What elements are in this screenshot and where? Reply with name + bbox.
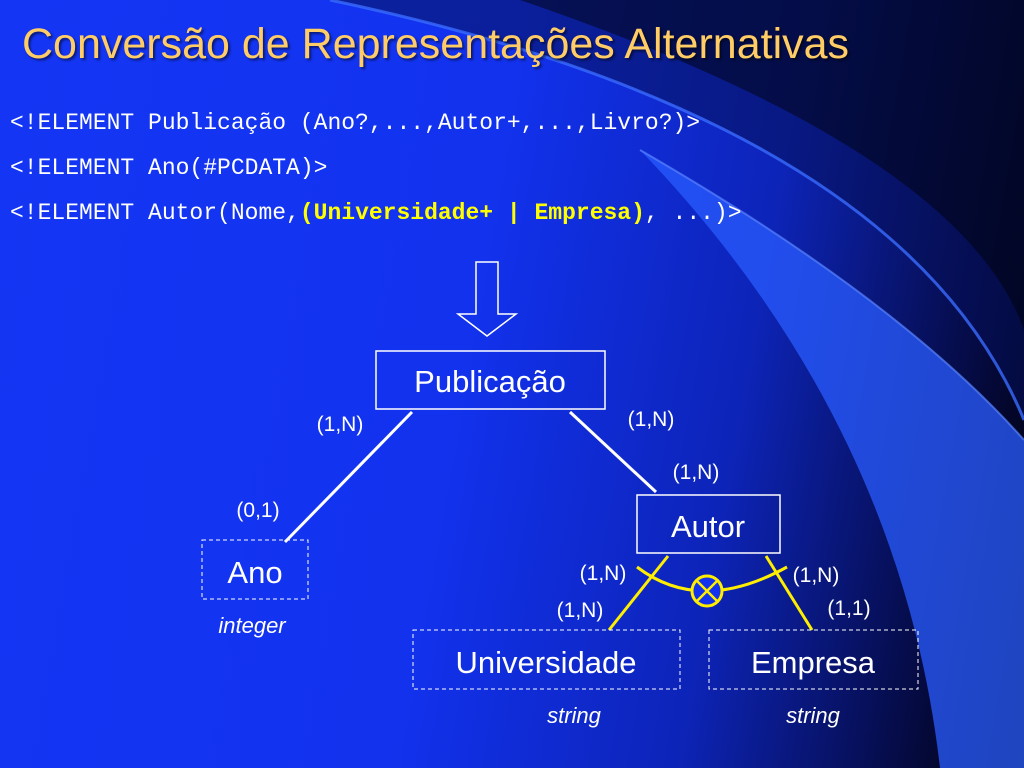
slide-title: Conversão de Representações Alternativas	[22, 20, 850, 68]
edge-publicacao-ano	[283, 410, 414, 544]
cardinality-universidade: (1,N)	[557, 599, 604, 622]
cardinality-empresa: (1,1)	[827, 597, 870, 620]
cardinality-publicacao-autor: (1,N)	[628, 408, 675, 431]
attribute-universidade-type: string	[547, 703, 602, 728]
entity-publicacao-label: Publicação	[414, 364, 566, 399]
entity-autor-label: Autor	[671, 509, 745, 544]
edge-autor-empresa	[764, 555, 814, 631]
edge-publicacao-autor	[568, 410, 658, 494]
cardinality-autor-empresa: (1,N)	[793, 564, 840, 587]
cardinality-autor: (1,N)	[673, 461, 720, 484]
code-line-autor-suffix: , ...)>	[644, 200, 742, 226]
cardinality-ano: (0,1)	[236, 499, 279, 522]
attribute-empresa-type: string	[786, 703, 841, 728]
attribute-universidade-label: Universidade	[456, 645, 637, 680]
code-line-publicacao: <!ELEMENT Publicação (Ano?,...,Autor+,..…	[10, 110, 701, 136]
edge-autor-universidade	[607, 555, 670, 631]
attribute-ano-label: Ano	[227, 555, 282, 590]
xor-symbol-icon	[690, 574, 724, 608]
attribute-universidade: Universidade string	[412, 629, 681, 728]
attribute-ano-type: integer	[218, 613, 287, 638]
code-line-autor: <!ELEMENT Autor(Nome,(Universidade+ | Em…	[10, 200, 742, 226]
code-line-autor-highlight: (Universidade+ | Empresa)	[299, 200, 645, 226]
attribute-empresa-label: Empresa	[751, 645, 876, 680]
cardinality-publicacao-ano: (1,N)	[317, 413, 364, 436]
code-line-ano: <!ELEMENT Ano(#PCDATA)>	[10, 155, 328, 181]
cardinality-autor-universidade: (1,N)	[580, 562, 627, 585]
down-arrow-icon	[455, 261, 519, 337]
entity-publicacao: Publicação	[375, 350, 606, 410]
code-line-autor-prefix: <!ELEMENT Autor(Nome,	[10, 200, 300, 226]
attribute-empresa: Empresa string	[708, 629, 919, 728]
entity-autor: Autor	[636, 494, 781, 554]
attribute-ano: Ano integer	[201, 539, 309, 638]
